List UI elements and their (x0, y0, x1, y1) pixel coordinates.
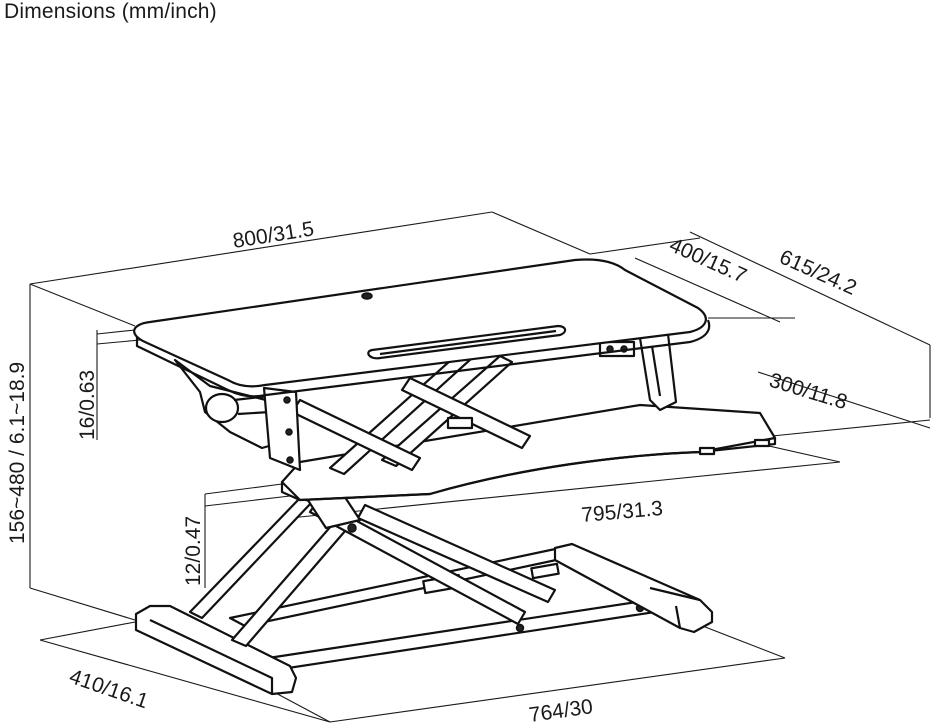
ext-line (39, 621, 136, 641)
lower-scissor (188, 480, 557, 648)
keyboard-tray (280, 403, 777, 502)
ext-line (96, 339, 141, 345)
ext-line (269, 689, 331, 723)
ext-line (29, 283, 136, 327)
pivot (347, 523, 357, 533)
ext-line (699, 624, 786, 659)
ext-line (204, 495, 291, 507)
label-top-width: 800/31.5 (231, 217, 315, 253)
spring-cap (204, 392, 240, 424)
label-height-range: 156~480 / 6.1~18.9 (6, 362, 29, 544)
label-base-depth: 410/16.1 (66, 665, 151, 713)
bolt (285, 428, 293, 436)
scissor-arm (400, 376, 532, 450)
crossbar-block (446, 416, 474, 430)
label-top-depth: 400/15.7 (666, 234, 750, 288)
scissor-arm (188, 496, 314, 620)
right-foot (553, 542, 714, 634)
left-foot-edge (149, 619, 274, 694)
desk-top (133, 258, 707, 388)
work-surface (133, 258, 711, 398)
ext-line (771, 419, 931, 437)
dimension-lines (29, 211, 931, 723)
ext-line (204, 483, 283, 495)
keyboard-tray-edge (280, 438, 777, 502)
right-support-edge (650, 345, 662, 397)
label-base-width: 764/30 (527, 695, 594, 727)
desk-top-edge (135, 319, 711, 398)
ext-line (29, 587, 136, 621)
left-bracket (262, 386, 302, 472)
page-title: Dimensions (mm/inch) (4, 0, 217, 23)
dim-line-base-width (329, 657, 786, 723)
dim-line-top-width (29, 211, 493, 285)
label-keyboard-thickness: 12/0.47 (182, 516, 205, 586)
dim-line-top-depth (634, 257, 781, 323)
ext-line (759, 443, 841, 463)
slider-block (530, 562, 560, 580)
right-foot-edge (649, 586, 701, 629)
label-keyboard-width: 795/31.3 (580, 497, 663, 527)
ext-line (589, 237, 701, 255)
dim-line-base-depth (39, 639, 331, 723)
rivet (515, 623, 525, 633)
scissor-arm (356, 503, 557, 604)
ext-line (96, 329, 136, 335)
left-foot (134, 604, 298, 696)
tray-foot (698, 446, 716, 456)
cable-hole (361, 292, 373, 300)
label-keyboard-depth: 300/11.8 (767, 369, 850, 414)
bolt (283, 396, 291, 404)
scissor-arm (230, 508, 360, 648)
ext-line (491, 211, 591, 255)
tablet-slot-groove (379, 329, 557, 356)
dim-line-keyboard-depth (757, 371, 931, 429)
dim-line-keyboard-width (289, 461, 841, 519)
dim-line-total-depth (689, 231, 931, 346)
tray-foot (753, 438, 771, 448)
label-top-thickness: 16/0.63 (76, 370, 99, 440)
bolt (286, 456, 294, 464)
upper-scissor (290, 350, 532, 476)
